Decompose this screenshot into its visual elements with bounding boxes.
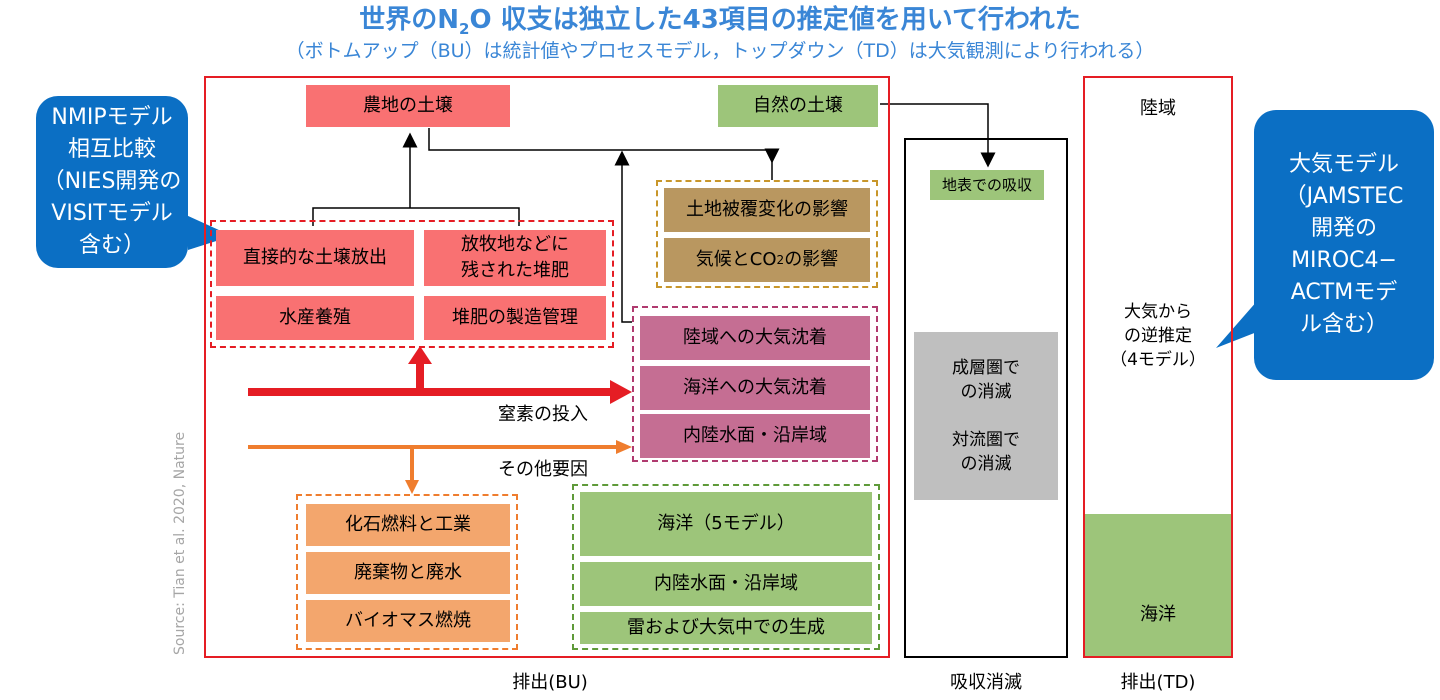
- nmip-bubble: NMIPモデル 相互比較 （NIES開発の VISITモデル 含む）: [36, 96, 188, 268]
- td-inversion-label: 大気から の逆推定 （4モデル）: [1110, 302, 1206, 370]
- td-land-label: 陸域: [1140, 98, 1176, 119]
- other-factors-label: その他要因: [498, 459, 588, 480]
- fossil-fuel-box: 化石燃料と工業: [306, 504, 510, 546]
- bubble-right-pointer: [1216, 300, 1262, 348]
- surface-absorption-box: 地表での吸収: [930, 170, 1044, 200]
- pasture-manure-box: 放牧地などに 残された堆肥: [424, 230, 606, 286]
- biomass-box: バイオマス燃焼: [306, 600, 510, 642]
- source-note: Source: Tian et al. 2020, Nature: [172, 431, 188, 655]
- manure-management-box: 堆肥の製造管理: [424, 296, 606, 340]
- main-title: 世界のN2O 収支は独立した43項目の推定値を用いて行われた: [359, 5, 1081, 39]
- bu-label: 排出(BU): [512, 672, 588, 693]
- connector-soils: [428, 128, 772, 151]
- agri-source-group: [210, 220, 614, 348]
- direct-emission-box: 直接的な土壌放出: [216, 230, 414, 286]
- sink-label: 吸収消滅: [950, 672, 1022, 693]
- deposition-ocean-box: 海洋への大気沈着: [640, 366, 870, 410]
- td-label: 排出(TD): [1120, 672, 1196, 693]
- bubble-left-pointer: [186, 215, 232, 250]
- bracket-red-group: [312, 207, 520, 226]
- arrow-natural-to-surface: [880, 103, 996, 168]
- waste-box: 廃棄物と廃水: [306, 552, 510, 594]
- td-frame: [1083, 76, 1233, 658]
- nitrogen-input-label: 窒素の投入: [498, 404, 588, 425]
- natural-soil-box: 自然の土壌: [718, 85, 878, 127]
- landcover-box: 土地被覆変化の影響: [664, 188, 870, 232]
- subtitle: （ボトムアップ（BU）は統計値やプロセスモデル，トップダウン（TD）は大気観測に…: [285, 40, 1155, 62]
- deposition-group: [632, 306, 878, 462]
- anthropogenic-group: [296, 494, 518, 650]
- ocean-box: 海洋（5モデル）: [580, 492, 872, 556]
- deposition-land-box: 陸域への大気沈着: [640, 316, 870, 360]
- aquaculture-box: 水産養殖: [216, 296, 414, 340]
- lightning-box: 雷および大気中での生成: [580, 612, 872, 644]
- landcover-climate-group: [656, 180, 878, 288]
- natural-source-group: [572, 484, 880, 650]
- bu-frame: [204, 76, 890, 658]
- destruction-box: 成層圏で の消滅 対流圏で の消滅: [914, 332, 1058, 500]
- td-ocean-box: 海洋: [1085, 514, 1231, 656]
- sink-frame: [904, 138, 1068, 658]
- deposition-inland-box: 内陸水面・沿岸域: [640, 414, 870, 458]
- arrow-deposition-up: [614, 150, 632, 323]
- inland-coastal-box: 内陸水面・沿岸域: [580, 562, 872, 606]
- agri-soil-box: 農地の土壌: [306, 85, 510, 127]
- atmos-model-bubble: 大気モデル （JAMSTEC 開発の MIROC4− ACTMモデ ル含む）: [1254, 110, 1434, 380]
